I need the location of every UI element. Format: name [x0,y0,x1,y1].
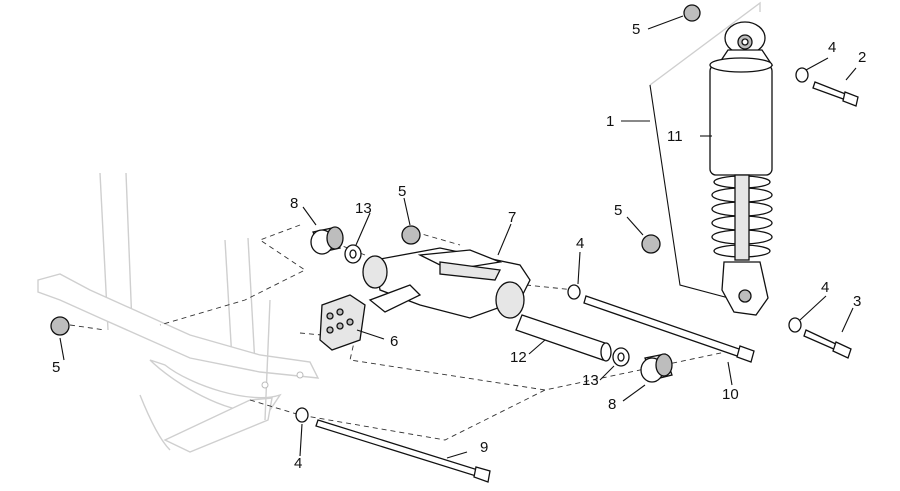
scooter-frame [37,172,320,453]
callout-4-top: 4 [828,39,836,56]
shock-absorber [709,21,774,316]
callout-8-left: 8 [290,195,298,212]
callout-4-bottom: 4 [294,455,302,472]
callout-13-right: 13 [582,372,599,389]
callout-7: 7 [508,209,516,226]
callout-2: 2 [858,49,866,66]
callout-4-mid: 4 [576,235,584,252]
callout-10: 10 [722,386,739,403]
callout-11: 11 [667,128,683,145]
tube-12 [515,314,612,362]
callout-8-right: 8 [608,396,616,413]
bolt-9 [315,419,491,483]
callout-13-left: 13 [355,200,372,217]
bolt-3 [803,329,852,359]
silent-block-8b [640,353,673,383]
callout-12: 12 [510,349,527,366]
callout-5-top: 5 [632,21,640,38]
bolt-10 [583,295,755,363]
callout-1: 1 [606,113,614,130]
swing-arm-7 [362,247,531,319]
callout-labels: 5 4 2 1 11 5 4 3 8 13 5 7 4 6 12 13 8 10… [52,21,866,472]
damper-group-bracket [649,1,761,86]
callout-3: 3 [853,293,861,310]
callout-6: 6 [390,333,398,350]
callout-5-mid: 5 [398,183,406,200]
washers-4 [295,67,809,423]
callout-5-left: 5 [52,359,60,376]
spacers-13 [344,244,630,367]
rubber-block-6 [319,294,366,351]
caps-5 [50,4,701,336]
leader-lines [59,15,857,459]
bolt-2 [812,81,859,107]
callout-4-right: 4 [821,279,829,296]
silent-block-8a [310,226,344,255]
callout-5-shock: 5 [614,202,622,219]
callout-9: 9 [480,439,488,456]
